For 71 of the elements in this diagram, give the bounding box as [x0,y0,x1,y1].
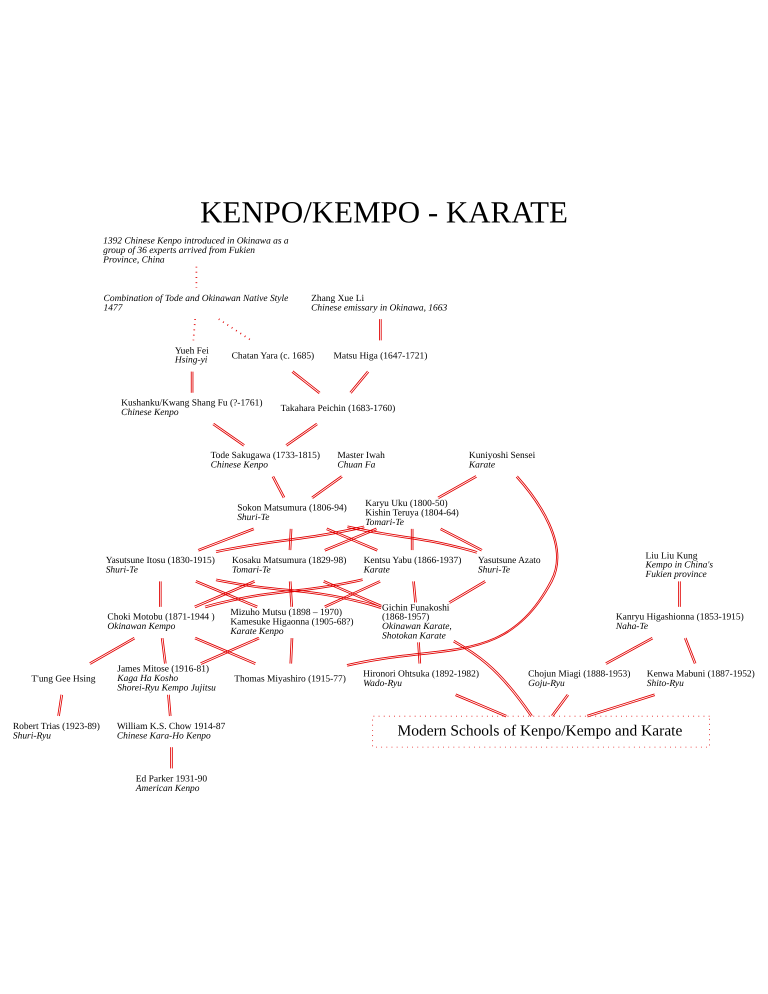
connector [410,528,414,551]
connector [160,638,167,664]
connector [204,578,364,608]
connector [586,694,656,718]
node-box: Modern Schools of Kenpo/Kempo and Karate [372,716,710,748]
connector [190,371,194,394]
connector [89,636,136,665]
node-text: Kenwa Mabuni (1887-1952) Shito-Ryu [646,669,755,689]
node-text: Kushanku/Kwang Shang Fu (?-1761) Chinese Kenpo [121,398,262,418]
node-text: Kuniyoshi Sensei Karate [468,451,536,471]
node-text: Kentsu Yabu (1866-1937) Karate [364,556,462,576]
node-text: Yasutsune Itosu (1830-1915) Shuri-Te [106,556,215,576]
node-text: Yueh Fei Hsing-yi [174,346,209,366]
diagram-title: KENPO/KEMPO - KARATE [200,194,568,230]
node-text: William K.S. Chow 1914-87 Chinese Kara-Ho Kenpo [116,722,226,742]
node-text: Choki Motobu (1871-1944 ) Okinawan Kempo [107,612,215,632]
connector [454,694,508,718]
connector [218,318,252,342]
node-text: Thomas Miyashiro (1915-77) [234,674,346,685]
connector [452,640,533,718]
connector [678,580,681,608]
node-text: Gichin Funakoshi (1868-1957) Okinawan Karate, Shotokan Karate [382,603,452,642]
connector [285,422,318,447]
connector [272,476,286,498]
connector [290,638,294,664]
connector [288,580,294,608]
connector [417,642,422,664]
node-text: Sokon Matsumura (1806-94) Shuri-Te [237,504,347,524]
node-text: Zhang Xue Li Chinese emissary in Okinawa, 1663 [311,294,448,314]
node-text: Chojun Miagi (1888-1953) Goju-Ryu [528,669,630,689]
connector [288,528,292,551]
connector [684,637,696,664]
connector [346,525,478,554]
node-text: Tode Sakugawa (1733-1815) Chinese Kenpo [210,451,320,471]
connector [57,694,64,717]
node-text: Master Iwah Chuan Fa [337,451,385,471]
connector [379,318,382,341]
node-text: Kanryu Higashionna (1853-1915) Naha-Te [616,612,744,632]
connector [212,422,245,447]
connector [167,694,172,716]
node-text: T'ung Gee Hsing [31,674,96,685]
node-text: Mizuho Mutsu (1898 – 1970) Kamesuke Higaonna (1905-68?) Karate Kenpo [230,608,354,637]
node-text: Matsu Higa (1647-1721) [334,351,428,362]
connector [215,526,365,553]
connector [448,580,486,604]
connector [437,475,478,499]
connector [159,580,162,608]
node-text: Ed Parker 1931-90 American Kenpo [136,774,208,794]
connector [440,528,483,552]
connector [291,370,321,394]
node-text: Yasutsune Azato Shuri-Te [478,556,541,576]
node-text: Kosaku Matsumura (1829-98) Tomari-Te [232,556,346,576]
node-text: Takahara Peichin (1683-1760) [280,404,396,414]
connector [170,746,173,769]
node-text: Robert Trias (1923-89) Shuri-Ryu [12,722,100,742]
node-text: Karyu Uku (1800-50) Kishin Teruya (1804-64) Tomari-Te [365,498,459,528]
connector [412,580,417,603]
node-text: James Mitose (1916-81) Kaga Ha Kosho Shorei-Ryu Kempo Jujitsu [117,664,216,694]
connector [551,694,570,717]
connector [192,319,196,340]
node-text: Chatan Yara (c. 1685) [232,351,314,362]
connector [198,528,255,552]
node-text: Combination of Tode and Okinawan Native Style 1477 [104,294,288,314]
node-text: Liu Liu Kung Kempo in China's Fukien province [646,551,714,580]
connector [215,578,382,610]
connector [346,476,558,667]
node-text: 1392 Chinese Kenpo introduced in Okinawa as a group of 36 experts arrived from Fukien Province, China [103,236,289,266]
connector [349,370,370,394]
connector [311,475,343,499]
connector [605,636,654,665]
node-text: Hironori Ohtsuka (1892-1982) Wado-Ryu [363,669,480,689]
